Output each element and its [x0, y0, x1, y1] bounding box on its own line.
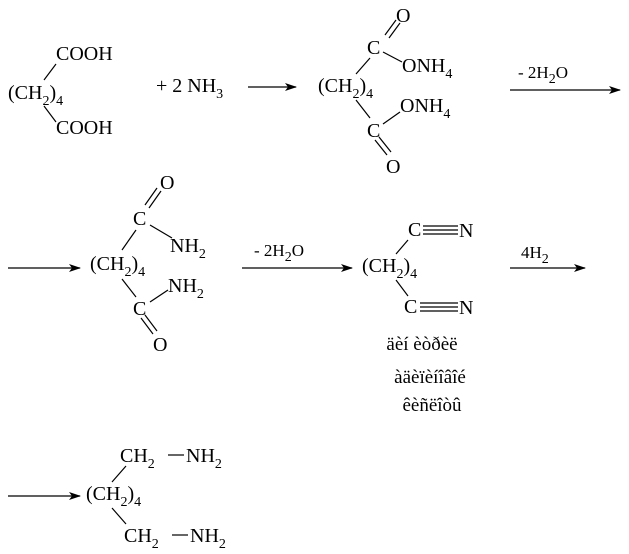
- diamine-ch2-top: CH2: [120, 445, 155, 472]
- nitrile-name-line-2: àäèïèíîâîé: [394, 367, 466, 388]
- salt-c-o-bottom: [382, 111, 401, 125]
- salt-c-o-top: [382, 51, 403, 63]
- salt-bond-chain-bottom: [355, 99, 371, 119]
- salt-co-bottom-1: [374, 139, 388, 156]
- diamine-nh2-top: NH2: [186, 445, 222, 472]
- salt-co-top-2: [388, 22, 401, 39]
- salt-co-top-1: [384, 19, 397, 36]
- nitrile-n-bottom: N: [459, 297, 473, 319]
- amide-c-n-top: [149, 224, 173, 239]
- adipamide: O C NH2 (CH2)4 NH2 C O: [90, 172, 206, 356]
- salt-onh4-bottom: ONH4: [400, 95, 450, 122]
- salt-c-bottom: C: [367, 120, 380, 142]
- ammonium-adipate: O C ONH4 (CH2)4 ONH4 C O: [318, 5, 452, 178]
- adipic-cooh-top: COOH: [56, 43, 113, 65]
- nitrile-c-bottom: C: [404, 296, 417, 318]
- diamine-nh2-bottom: NH2: [190, 525, 226, 552]
- diamine-bond-chain-top: [111, 465, 127, 483]
- salt-o-bottom: O: [386, 156, 400, 178]
- amide-nh2-bottom: NH2: [168, 275, 204, 302]
- salt-ch2-chain: (CH2)4: [318, 75, 373, 102]
- amide-bond-chain-bottom: [121, 278, 137, 298]
- step2-condition: - 2H2O: [518, 63, 568, 87]
- salt-co-bottom-2: [378, 136, 392, 153]
- salt-bond-chain-top: [355, 57, 371, 75]
- adipic-bond-top: [43, 63, 57, 81]
- amide-bond-chain-top: [121, 229, 137, 251]
- adipic-acid: COOH (CH2)4 COOH: [8, 43, 113, 139]
- amide-c-bottom: C: [133, 298, 146, 320]
- step3-condition: - 2H2O: [254, 241, 304, 265]
- amide-co-bottom-2: [144, 314, 158, 332]
- amide-co-top-2: [148, 190, 162, 209]
- nitrile-c-top: C: [408, 219, 421, 241]
- adipic-bond-bottom: [43, 105, 57, 123]
- amide-c-n-bottom: [149, 289, 169, 303]
- nitrile-bond-chain-top: [395, 239, 409, 255]
- adipic-ch2-chain: (CH2)4: [8, 82, 63, 109]
- nitrile-ch2-chain: (CH2)4: [362, 255, 417, 282]
- adiponitrile: C N (CH2)4 C N äèí èòðèë àäèïèíîâîé êèñë…: [362, 219, 473, 416]
- step4-condition: 4H2: [521, 243, 549, 267]
- nitrile-name-line-3: êèñëîòû: [402, 395, 462, 416]
- ammonia-reagent: + 2 NH3: [156, 75, 223, 102]
- amide-co-bottom-1: [140, 317, 154, 335]
- salt-c-top: C: [367, 37, 380, 59]
- salt-onh4-top: ONH4: [402, 55, 452, 82]
- amide-o-top: O: [160, 172, 174, 194]
- diamine-ch2-chain: (CH2)4: [86, 483, 141, 510]
- hexamethylenediamine: CH2 NH2 (CH2)4 CH2 NH2: [86, 445, 226, 552]
- amide-c-top: C: [133, 208, 146, 230]
- amide-o-bottom: O: [153, 334, 167, 356]
- nitrile-name-line-1: äèí èòðèë: [386, 334, 457, 355]
- amide-nh2-top: NH2: [170, 235, 206, 262]
- diamine-bond-chain-bottom: [111, 507, 127, 525]
- diamine-ch2-bottom: CH2: [124, 525, 159, 552]
- adipic-cooh-bottom: COOH: [56, 117, 113, 139]
- amide-co-top-1: [144, 187, 158, 206]
- nitrile-n-top: N: [459, 220, 473, 242]
- nitrile-bond-chain-bottom: [395, 279, 409, 297]
- amide-ch2-chain: (CH2)4: [90, 253, 145, 280]
- salt-o-top: O: [396, 5, 410, 27]
